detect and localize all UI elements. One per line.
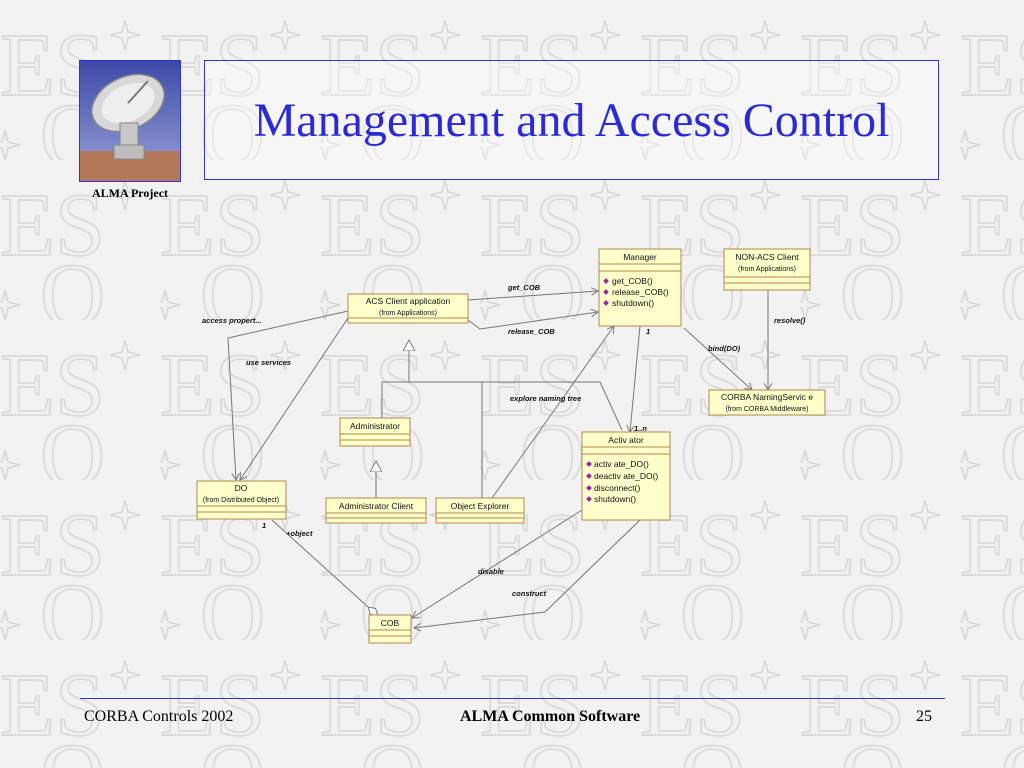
explore-naming-tree-line bbox=[409, 381, 623, 431]
footer-center: ALMA Common Software bbox=[460, 708, 641, 725]
activator-op-activate: activ ate_DO() bbox=[594, 459, 649, 469]
do-from: (from Distributed Object) bbox=[203, 497, 279, 504]
class-corba-naming-service: CORBA NamingServic e (from CORBA Middlew… bbox=[708, 389, 826, 416]
manager-op-release-cob: release_COB() bbox=[612, 287, 669, 297]
alma-antenna-logo bbox=[79, 60, 181, 182]
label-access-propert: access propert... bbox=[202, 316, 262, 325]
label-bind-do: bind(DO) bbox=[708, 344, 741, 353]
activator-name: Activ ator bbox=[608, 435, 644, 445]
class-cob: COB bbox=[368, 614, 412, 644]
release-cob-arrow bbox=[467, 312, 598, 330]
label-mult-activator: 1..n bbox=[634, 424, 647, 433]
bind-do-arrow bbox=[683, 327, 752, 390]
activator-op-deactivate: deactiv ate_DO() bbox=[594, 471, 658, 481]
construct-arrow bbox=[414, 519, 641, 628]
class-non-acs-client: NON-ACS Client (from Applications) bbox=[723, 248, 811, 291]
acs-client-application-name: ACS Client application bbox=[366, 296, 451, 306]
label-explore-naming-tree: explore naming tree bbox=[510, 394, 581, 403]
class-object-explorer: Object Explorer bbox=[435, 497, 525, 524]
label-release-cob: release_COB bbox=[508, 327, 555, 336]
object-explorer-arrow bbox=[491, 326, 614, 499]
cob-name: COB bbox=[381, 618, 400, 628]
label-construct: construct bbox=[512, 589, 547, 598]
manager-op-get-cob: get_COB() bbox=[612, 276, 653, 286]
non-acs-client-name: NON-ACS Client bbox=[735, 252, 799, 262]
non-acs-client-from: (from Applications) bbox=[738, 266, 796, 273]
label-object-role: +object bbox=[286, 529, 313, 538]
footer-page-number: 25 bbox=[916, 708, 932, 725]
class-administrator-client: Administrator Client bbox=[325, 497, 427, 524]
administrator-name: Administrator bbox=[350, 421, 400, 431]
operation-icon bbox=[586, 473, 592, 479]
class-administrator: Administrator bbox=[339, 417, 411, 447]
operation-icon bbox=[603, 289, 609, 295]
label-disable: disable bbox=[478, 567, 504, 576]
activator-op-shutdown: shutdown() bbox=[594, 494, 636, 504]
operation-icon bbox=[603, 300, 609, 306]
do-cob-aggregation bbox=[271, 519, 378, 616]
disable-arrow bbox=[412, 509, 583, 618]
operation-icon bbox=[603, 278, 609, 284]
manager-name: Manager bbox=[623, 252, 657, 262]
do-name: DO bbox=[235, 483, 248, 493]
class-do: DO (from Distributed Object) bbox=[196, 480, 287, 520]
activator-op-disconnect: disconnect() bbox=[594, 483, 640, 493]
footer-divider bbox=[80, 698, 945, 699]
operation-icon bbox=[586, 461, 592, 467]
corba-naming-service-from: (from CORBA Middleware) bbox=[726, 406, 809, 413]
label-mult-manager: 1 bbox=[646, 327, 650, 336]
object-explorer-name: Object Explorer bbox=[451, 501, 510, 511]
antenna-image bbox=[80, 61, 180, 181]
slide-title: Management and Access Control bbox=[253, 93, 890, 147]
operation-icon bbox=[586, 485, 592, 491]
class-activator: Activ ator activ ate_DO() deactiv ate_DO… bbox=[581, 431, 671, 521]
corba-naming-service-name: CORBA NamingServic e bbox=[721, 392, 813, 402]
use-services-arrow bbox=[240, 317, 349, 480]
class-manager: Manager get_COB() release_COB() shutdown… bbox=[598, 248, 682, 327]
label-get-cob: get_COB bbox=[507, 283, 541, 292]
logo-caption: ALMA Project bbox=[91, 186, 169, 200]
footer-left: CORBA Controls 2002 bbox=[84, 708, 234, 725]
acs-client-application-from: (from Applications) bbox=[379, 310, 437, 317]
label-mult-do: 1 bbox=[262, 521, 266, 530]
access-property-arrow bbox=[227, 310, 349, 480]
manager-activator-association bbox=[630, 325, 641, 432]
class-acs-client-application: ACS Client application (from Application… bbox=[347, 293, 469, 324]
get-cob-arrow bbox=[467, 291, 598, 301]
label-resolve: resolve() bbox=[774, 316, 806, 325]
administrator-client-name: Administrator Client bbox=[339, 501, 414, 511]
operation-icon bbox=[586, 496, 592, 502]
label-use-services: use services bbox=[246, 358, 291, 367]
manager-op-shutdown: shutdown() bbox=[612, 298, 654, 308]
title-box: Management and Access Control bbox=[204, 60, 939, 180]
